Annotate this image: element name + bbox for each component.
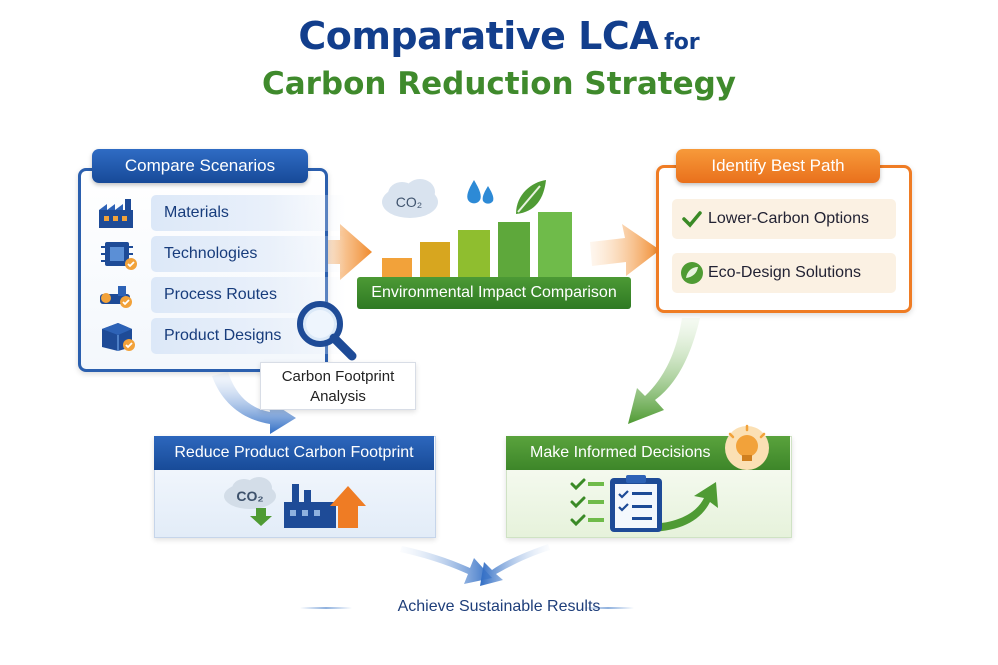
check-icon: [682, 211, 702, 228]
scenario-item-technologies: Technologies: [151, 236, 346, 272]
magnifier-icon: [297, 301, 357, 361]
clipboard-icon: [610, 475, 662, 532]
option-lower-carbon: Lower-Carbon Options: [672, 199, 896, 239]
arrow-to-best-path: [590, 224, 660, 276]
callout-line1: Carbon Footprint: [281, 368, 395, 385]
impact-comparison-label: Environmental Impact Comparison: [357, 277, 631, 309]
option-eco-design: Eco-Design Solutions: [672, 253, 896, 293]
up-arrow-icon: [330, 486, 366, 528]
cloud-icon: [382, 179, 438, 218]
arrow-bottom-left: [400, 546, 492, 584]
impact-co2-text: CO₂: [396, 194, 422, 210]
down-arrow-icon: [250, 508, 272, 526]
bar-1: [382, 258, 412, 278]
option-lower-carbon-label: Lower-Carbon Options: [708, 210, 869, 227]
title-main: Comparative LCA: [298, 14, 659, 58]
water-drop-icon: [467, 180, 494, 204]
reduce-footprint-illustration: CO₂: [224, 477, 366, 528]
arrow-to-reduce: [212, 372, 296, 434]
leaf-badge-icon: [681, 262, 703, 284]
compare-scenarios-heading: Compare Scenarios: [92, 149, 308, 183]
best-path-heading: Identify Best Path: [676, 149, 880, 183]
scenario-item-materials: Materials: [151, 195, 346, 231]
final-result-label: Achieve Sustainable Results: [397, 598, 601, 615]
process-routes-icon: [100, 286, 132, 308]
carbon-footprint-analysis-callout: Carbon Footprint Analysis: [260, 362, 416, 410]
title-connector: for: [664, 30, 700, 55]
callout-line2: Analysis: [310, 388, 366, 405]
reduce-co2-text: CO₂: [236, 488, 263, 504]
factory-icon: [99, 199, 133, 228]
arrow-bottom-right: [480, 544, 550, 586]
final-line-right: [582, 607, 634, 609]
reduce-footprint-heading: Reduce Product Carbon Footprint: [154, 436, 434, 470]
lightbulb-icon: [725, 424, 769, 470]
bar-2: [420, 242, 450, 278]
cloud-icon: [224, 477, 276, 509]
product-box-icon: [102, 323, 135, 351]
arrow-to-decisions: [628, 318, 700, 424]
page-subtitle: Carbon Reduction Strategy: [261, 66, 737, 102]
decision-checklist-illustration: [570, 475, 718, 532]
curved-arrow-icon: [646, 482, 718, 532]
bar-4: [498, 222, 530, 278]
impact-chart-illustration: CO₂: [382, 179, 572, 278]
final-line-left: [300, 607, 352, 609]
chip-icon: [101, 242, 137, 270]
factory-icon: [284, 484, 336, 528]
bar-3: [458, 230, 490, 278]
bar-5: [538, 212, 572, 278]
option-eco-design-label: Eco-Design Solutions: [708, 264, 861, 281]
checkmarks-icon: [570, 478, 586, 527]
leaf-icon: [516, 180, 546, 214]
